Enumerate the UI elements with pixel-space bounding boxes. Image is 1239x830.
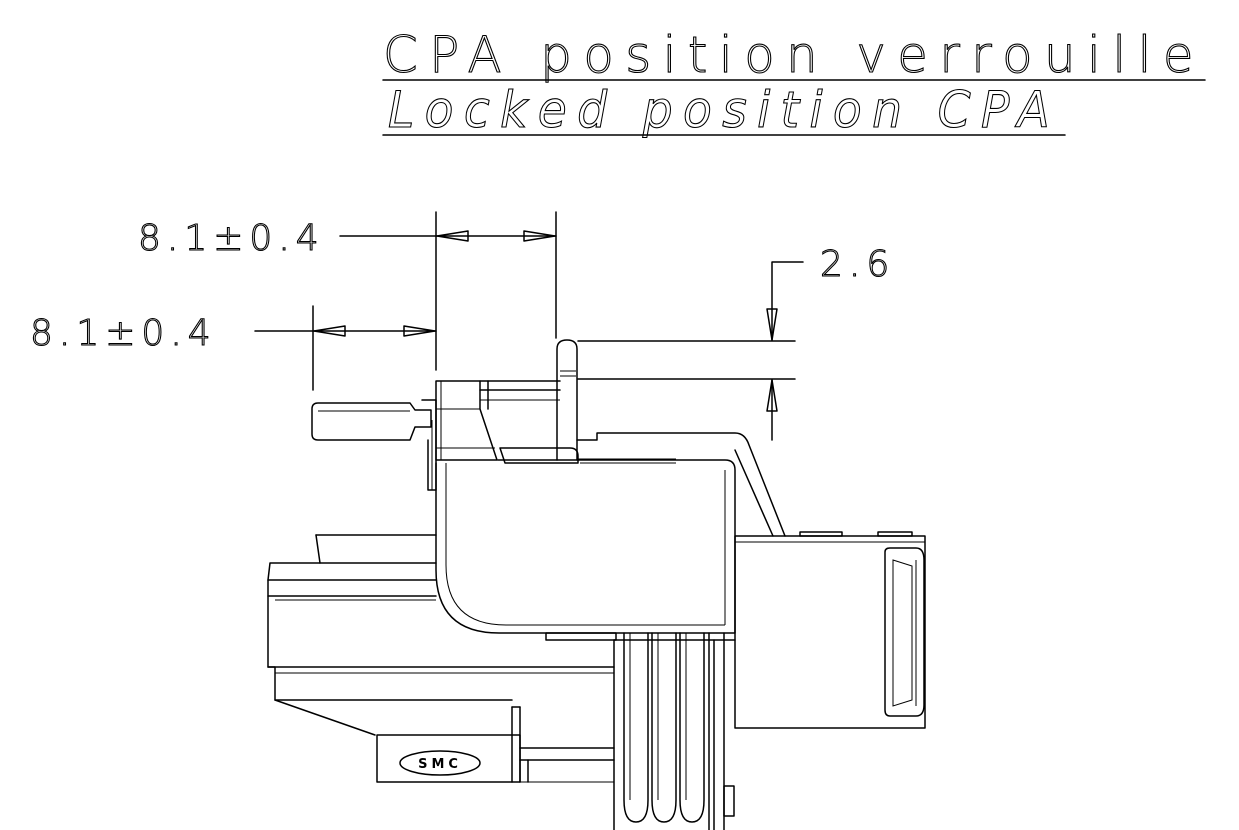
dimension-lower: 8.1±0.4 — [29, 305, 437, 391]
dimension-upper-label: 8.1±0.4 — [138, 218, 325, 259]
left-housing — [267, 562, 437, 736]
logo-icon — [399, 750, 481, 776]
title-block: CPA position verrouille Locked position … — [382, 25, 1206, 140]
rear-cover — [576, 432, 786, 537]
cpa-pin — [556, 339, 578, 461]
dimension-upper: 8.1±0.4 — [137, 211, 557, 371]
connector-drawing: SMC — [267, 339, 926, 830]
logo-text: SMC — [418, 757, 462, 772]
front-lever — [311, 402, 432, 441]
main-housing — [435, 459, 736, 634]
dimension-vertical: 2.6 — [577, 243, 895, 441]
rear-box — [734, 535, 926, 729]
cpa-slider — [499, 447, 579, 464]
terminal-fins — [545, 632, 736, 830]
rear-grip — [884, 547, 925, 717]
dimension-vertical-label: 2.6 — [820, 244, 895, 285]
title-english: Locked position CPA — [388, 81, 1060, 139]
dimension-lower-label: 8.1±0.4 — [30, 313, 217, 354]
title-french: CPA position verrouille — [383, 26, 1205, 84]
